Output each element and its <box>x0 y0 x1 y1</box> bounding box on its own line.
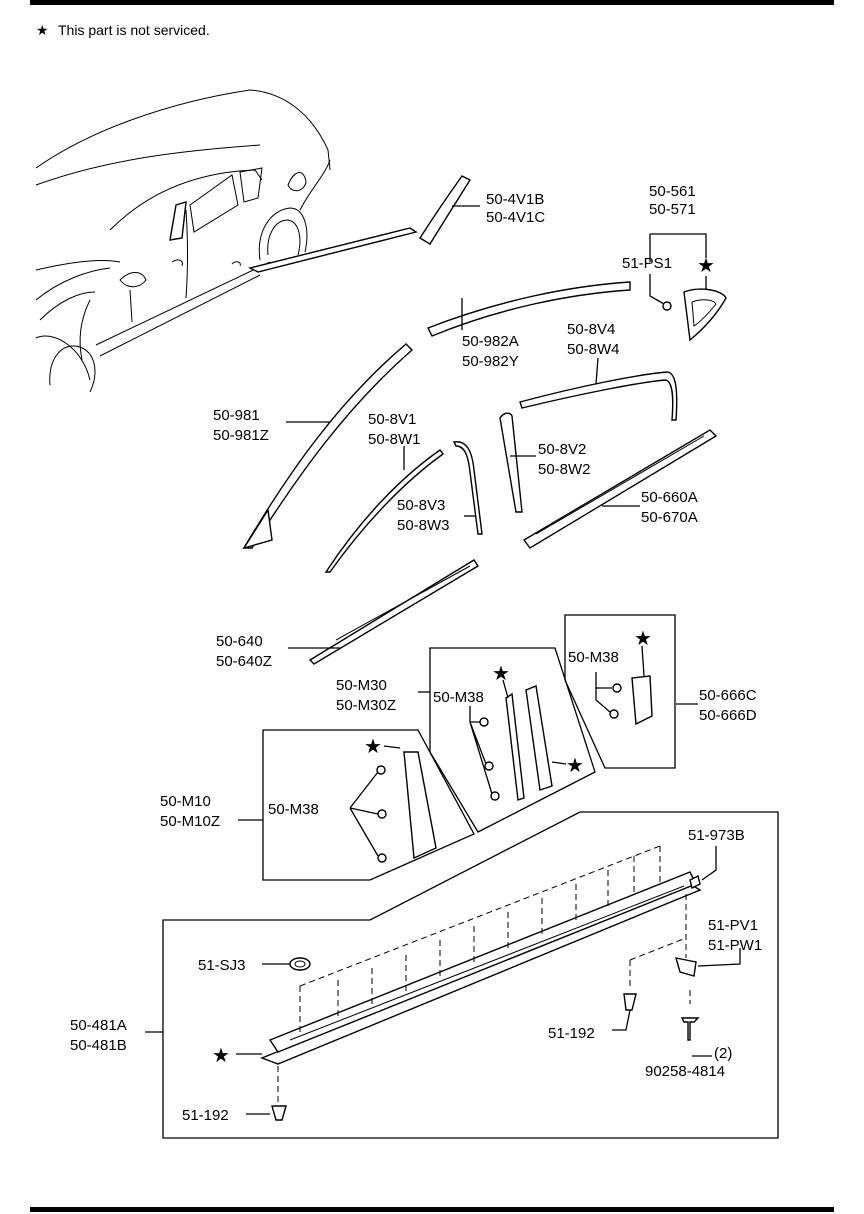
label-481b: 50-481B <box>70 1037 127 1054</box>
trim-parts <box>242 175 727 665</box>
label-8v4: 50-8V4 <box>567 321 615 338</box>
label-m38-c: 50-M38 <box>268 801 319 818</box>
label-pw1: 51-PW1 <box>708 937 762 954</box>
label-8w1: 50-8W1 <box>368 431 421 448</box>
star-icon: ★ <box>492 663 510 685</box>
star-icon: ★ <box>566 755 584 777</box>
label-pv1: 51-PV1 <box>708 917 758 934</box>
not-serviced-stars: ★ ★ ★ ★ ★ ★ <box>212 255 715 1067</box>
callout-labels: 50-4V1B 50-4V1C 50-561 50-571 51-PS1 50-… <box>70 183 762 1124</box>
leader-lines-upper <box>286 205 707 649</box>
label-8v1: 50-8V1 <box>368 411 416 428</box>
label-640: 50-640 <box>216 633 263 650</box>
star-icon: ★ <box>212 1045 230 1067</box>
label-561: 50-561 <box>649 183 696 200</box>
part-982 <box>427 281 631 337</box>
label-m38-a: 50-M38 <box>568 649 619 666</box>
clip-ps1 <box>662 301 672 311</box>
label-660a: 50-660A <box>641 489 698 506</box>
part-8v2 <box>499 412 523 513</box>
part-561 <box>683 288 727 342</box>
label-4v1c: 50-4V1C <box>486 209 545 226</box>
label-8w3: 50-8W3 <box>397 517 450 534</box>
label-m10: 50-M10 <box>160 793 211 810</box>
label-8w4: 50-8W4 <box>567 341 620 358</box>
label-8v2: 50-8V2 <box>538 441 586 458</box>
bottom-rule <box>30 1207 834 1212</box>
part-660a <box>522 429 718 549</box>
box-m30 <box>418 647 596 833</box>
sill-garnish <box>260 883 702 1065</box>
label-640z: 50-640Z <box>216 653 272 670</box>
label-qty: (2) <box>714 1045 732 1062</box>
label-ps1: 51-PS1 <box>622 255 672 272</box>
label-571: 50-571 <box>649 201 696 218</box>
top-rule <box>30 0 834 5</box>
star-icon: ★ <box>634 628 652 650</box>
label-90258: 90258-4814 <box>645 1063 725 1080</box>
box-481a <box>145 811 779 1139</box>
star-icon: ★ <box>364 736 382 758</box>
star-icon: ★ <box>697 255 715 277</box>
part-8v1 <box>324 449 444 573</box>
label-4v1b: 50-4V1B <box>486 191 544 208</box>
label-m30z: 50-M30Z <box>336 697 396 714</box>
label-981z: 50-981Z <box>213 427 269 444</box>
label-192-b: 51-192 <box>182 1107 229 1124</box>
label-982y: 50-982Y <box>462 353 519 370</box>
part-4v1 <box>419 175 472 245</box>
label-666c: 50-666C <box>699 687 757 704</box>
label-192-a: 51-192 <box>548 1025 595 1042</box>
label-m10z: 50-M10Z <box>160 813 220 830</box>
label-981: 50-981 <box>213 407 260 424</box>
note-text: This part is not serviced. <box>58 22 210 38</box>
part-8v4 <box>519 371 678 421</box>
label-8w2: 50-8W2 <box>538 461 591 478</box>
box-m10 <box>238 729 475 881</box>
label-982a: 50-982A <box>462 333 519 350</box>
note-star-icon: ★ <box>36 22 49 38</box>
label-m30: 50-M30 <box>336 677 387 694</box>
label-666d: 50-666D <box>699 707 757 724</box>
car-illustration <box>35 89 418 393</box>
label-973b: 51-973B <box>688 827 745 844</box>
label-481a: 50-481A <box>70 1017 127 1034</box>
label-8v3: 50-8V3 <box>397 497 445 514</box>
label-sj3: 51-SJ3 <box>198 957 246 974</box>
part-8v3 <box>452 441 483 535</box>
box-666c <box>564 614 698 769</box>
label-670a: 50-670A <box>641 509 698 526</box>
part-640 <box>308 559 479 665</box>
label-m38-b: 50-M38 <box>433 689 484 706</box>
